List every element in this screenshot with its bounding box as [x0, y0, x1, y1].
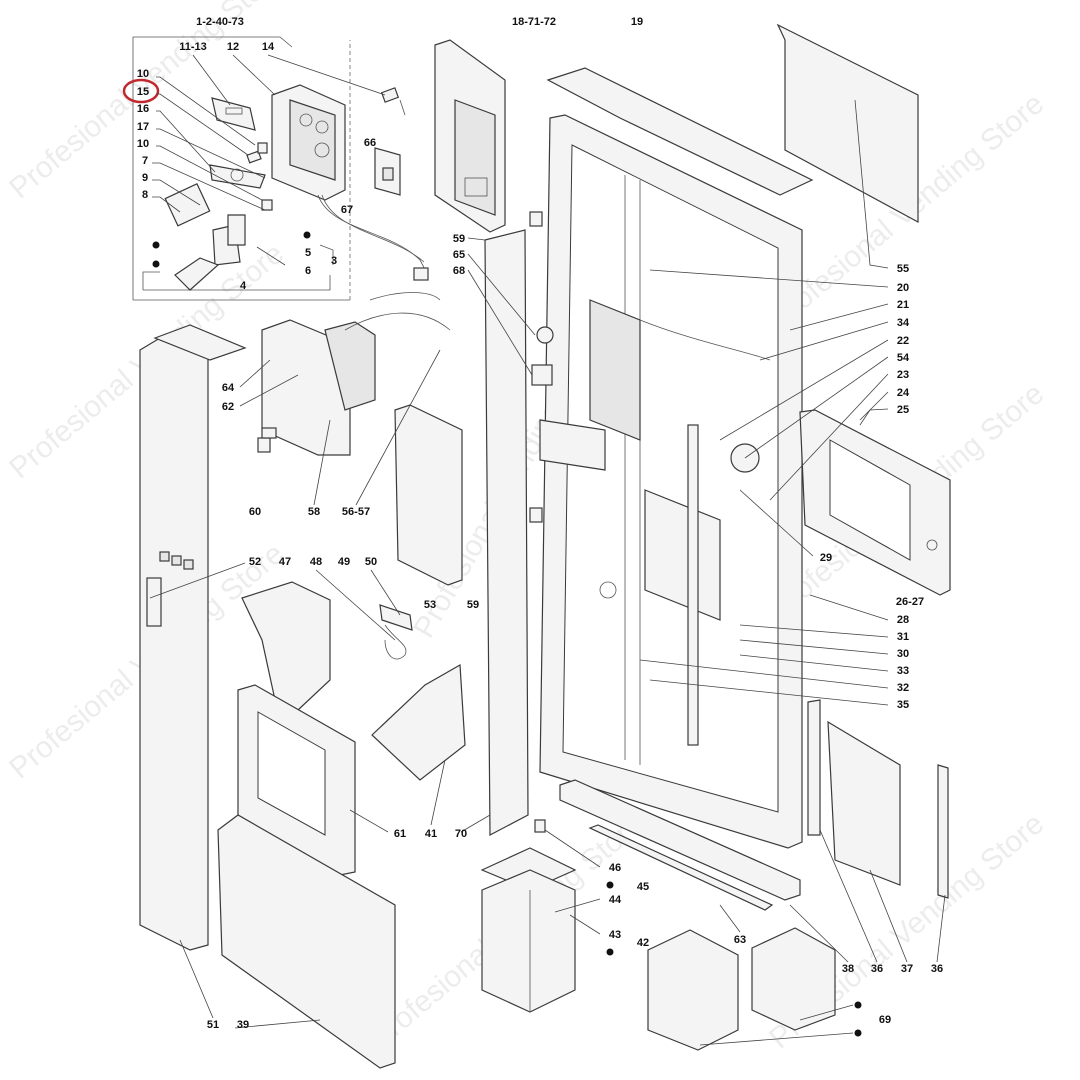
label-17: 17 [137, 121, 149, 133]
label-10: 10 [137, 68, 149, 80]
label-18-71-72: 18-71-72 [512, 16, 556, 28]
part-55-panel [776, 23, 919, 224]
label-25: 25 [897, 404, 909, 416]
label-45: 45 [637, 881, 649, 893]
part-37-panel [827, 720, 901, 886]
label-62: 62 [222, 401, 234, 413]
label-41: 41 [425, 828, 437, 840]
label-52: 52 [249, 556, 261, 568]
label-34: 34 [897, 317, 910, 329]
part-25-door [799, 409, 951, 596]
label-8: 8 [142, 189, 148, 201]
label-3: 3 [331, 255, 337, 267]
label-30: 30 [897, 648, 909, 660]
part-38-bar [559, 779, 801, 901]
label-56-57: 56-57 [342, 506, 370, 518]
label-24: 24 [897, 387, 910, 399]
label-65: 65 [453, 249, 465, 261]
part-69-bin-right [751, 927, 836, 1031]
label-55: 55 [897, 263, 909, 275]
label-53: 53 [424, 599, 436, 611]
label-14: 14 [262, 41, 275, 53]
label-26-27: 26-27 [896, 596, 924, 608]
label-23: 23 [897, 369, 909, 381]
part-labels: 1-2-40-73 11-13 12 14 10 15 16 17 10 7 9… [137, 16, 943, 1031]
label-54: 54 [897, 352, 910, 364]
label-38: 38 [842, 963, 854, 975]
label-44: 44 [609, 894, 622, 906]
part-39-panel [217, 814, 396, 1069]
label-59b: 59 [467, 599, 479, 611]
main-frame [539, 114, 803, 849]
label-69: 69 [879, 1014, 891, 1026]
label-36: 36 [871, 963, 883, 975]
label-46: 46 [609, 862, 621, 874]
part-36-strip [807, 699, 821, 836]
part-18-71-72 [434, 39, 506, 233]
control-box [257, 292, 451, 456]
part-42-box [480, 819, 577, 1013]
label-47: 47 [279, 556, 291, 568]
label-60: 60 [249, 506, 261, 518]
coin-mechanism-group [132, 36, 429, 301]
label-36b: 36 [931, 963, 943, 975]
label-5: 5 [305, 247, 311, 259]
part-63-rail [588, 824, 774, 911]
label-32: 32 [897, 682, 909, 694]
label-64: 64 [222, 382, 235, 394]
leader-lines [149, 54, 946, 1046]
part-47-hopper [241, 581, 331, 711]
label-39: 39 [237, 1019, 249, 1031]
label-33: 33 [897, 665, 909, 677]
label-15-highlighted: 15 [137, 86, 149, 98]
label-6: 6 [305, 265, 311, 277]
label-49: 49 [338, 556, 350, 568]
label-42: 42 [637, 937, 649, 949]
label-50: 50 [365, 556, 377, 568]
label-67: 67 [341, 204, 353, 216]
part-70-column [484, 211, 606, 836]
label-28: 28 [897, 614, 909, 626]
label-58: 58 [308, 506, 320, 518]
label-16: 16 [137, 103, 149, 115]
part-53-bracket [394, 404, 463, 586]
label-31: 31 [897, 631, 909, 643]
part-51-door [139, 324, 247, 951]
label-51: 51 [207, 1019, 219, 1031]
label-29: 29 [820, 552, 832, 564]
label-11-13: 11-13 [179, 41, 207, 53]
part-50-clip [379, 604, 413, 631]
label-70: 70 [455, 828, 467, 840]
part-48-ring [384, 624, 407, 660]
label-21: 21 [897, 299, 909, 311]
label-22: 22 [897, 335, 909, 347]
label-1-2-40-73: 1-2-40-73 [196, 16, 244, 28]
part-19-top-rail [546, 67, 814, 196]
part-36-strip-right [937, 764, 949, 899]
label-48: 48 [310, 556, 322, 568]
label-61: 61 [394, 828, 406, 840]
label-9: 9 [142, 172, 148, 184]
label-43: 43 [609, 929, 621, 941]
part-69-bin-left [647, 929, 739, 1051]
label-7: 7 [142, 155, 148, 167]
label-19: 19 [631, 16, 643, 28]
label-10b: 10 [137, 138, 149, 150]
label-37: 37 [901, 963, 913, 975]
highlight-circle [122, 78, 160, 104]
label-63: 63 [734, 934, 746, 946]
label-59: 59 [453, 233, 465, 245]
label-66: 66 [364, 137, 376, 149]
label-4: 4 [240, 280, 247, 292]
label-68: 68 [453, 265, 465, 277]
label-35: 35 [897, 699, 909, 711]
label-20: 20 [897, 282, 909, 294]
part-41-tray [371, 664, 466, 781]
label-12: 12 [227, 41, 239, 53]
